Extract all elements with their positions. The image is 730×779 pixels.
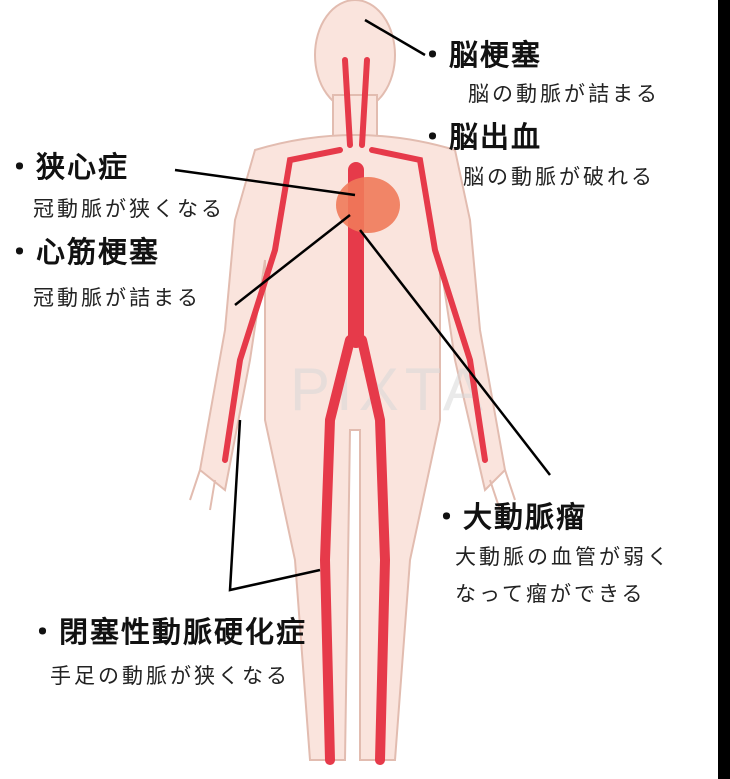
aortic-aneurysm-desc-line1: 大動脈の血管が弱く <box>455 543 671 571</box>
brain-hemorrhage-title: ・脳出血 <box>418 120 542 154</box>
pad-title: ・閉塞性動脈硬化症 <box>28 615 307 649</box>
aortic-aneurysm-desc-line2: なって瘤ができる <box>455 580 646 608</box>
myocardial-infarction-desc: 冠動脈が詰まる <box>33 284 201 312</box>
heart <box>336 177 400 233</box>
myocardial-infarction-title: ・心筋梗塞 <box>5 235 160 269</box>
pad-desc: 手足の動脈が狭くなる <box>50 662 290 690</box>
watermark: PIXTA <box>290 356 489 423</box>
right-edge-bar <box>718 0 730 779</box>
angina-desc: 冠動脈が狭くなる <box>33 195 225 223</box>
brain-hemorrhage-desc: 脳の動脈が破れる <box>463 163 655 191</box>
angina-title: ・狭心症 <box>5 150 129 184</box>
brain-infarction-desc: 脳の動脈が詰まる <box>468 80 660 108</box>
brain-infarction-title: ・脳梗塞 <box>418 38 542 72</box>
aortic-aneurysm-title: ・大動脈瘤 <box>432 500 587 534</box>
